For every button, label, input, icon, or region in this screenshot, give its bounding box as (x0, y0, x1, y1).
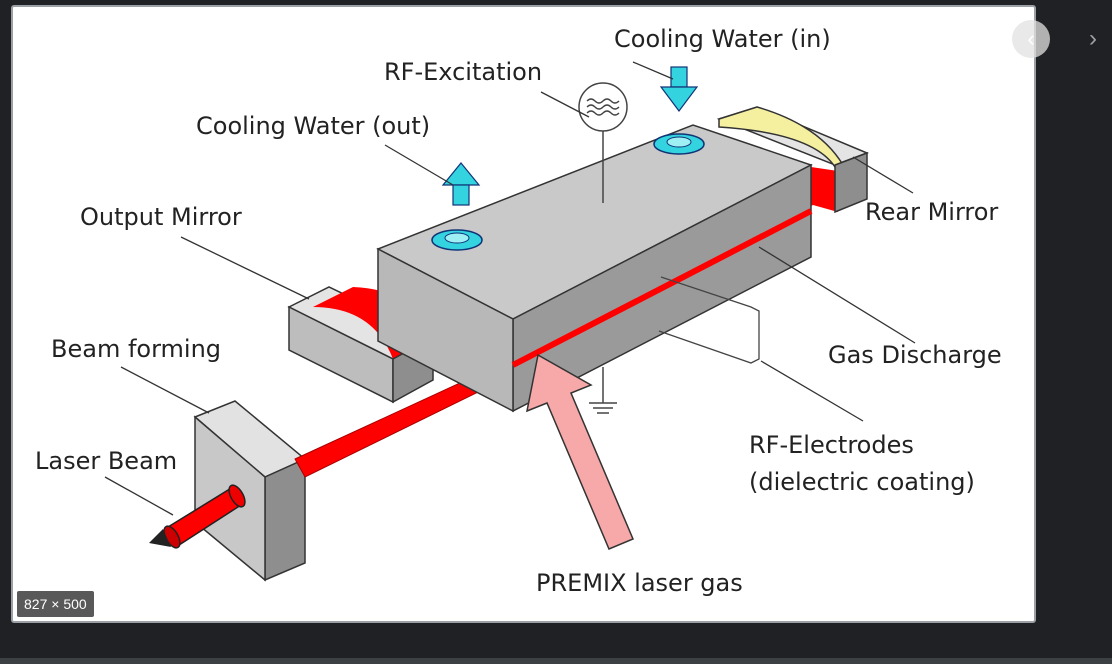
cooling-in-arrow-icon (659, 66, 699, 112)
gas-discharge-block (376, 124, 813, 413)
next-image-button[interactable]: › (1078, 22, 1108, 56)
label-laser-beam: Laser Beam (35, 447, 178, 475)
label-premix-laser-gas: PREMIX laser gas (536, 569, 743, 597)
co2-laser-diagram (104, 61, 916, 582)
image-dimensions-badge: 827 × 500 (17, 591, 94, 617)
label-rf-excitation: RF-Excitation (384, 58, 543, 86)
label-rf-electrodes: RF-Electrodes (749, 431, 914, 459)
previous-image-button[interactable]: ‹ (1012, 20, 1050, 58)
rf-source-icon (578, 82, 628, 203)
label-gas-discharge: Gas Discharge (828, 341, 1002, 369)
electrode-bracket (658, 276, 760, 364)
water-port-left (431, 229, 483, 251)
label-cooling-water-in: Cooling Water (in) (614, 25, 831, 53)
label-beam-forming: Beam forming (51, 335, 222, 363)
label-rear-mirror: Rear Mirror (865, 198, 999, 226)
label-dielectric-coating: (dielectric coating) (749, 468, 975, 496)
premix-gas-arrow-icon (525, 353, 634, 550)
rear-mirror (716, 106, 870, 214)
leader-lines (104, 61, 916, 516)
image-viewer[interactable]: RF-Excitation Cooling Water (in) Cooling… (11, 5, 1036, 623)
water-port-right (653, 133, 705, 155)
cooling-out-arrow-icon (441, 162, 481, 206)
beam-forming-block (193, 400, 307, 582)
output-beam (149, 484, 246, 549)
label-cooling-water-out: Cooling Water (out) (196, 112, 431, 140)
label-output-mirror: Output Mirror (80, 203, 242, 231)
chevron-left-icon: ‹ (1027, 26, 1035, 51)
ground-icon (589, 367, 617, 414)
bottom-divider (0, 658, 1112, 664)
chevron-right-icon: › (1089, 25, 1097, 52)
